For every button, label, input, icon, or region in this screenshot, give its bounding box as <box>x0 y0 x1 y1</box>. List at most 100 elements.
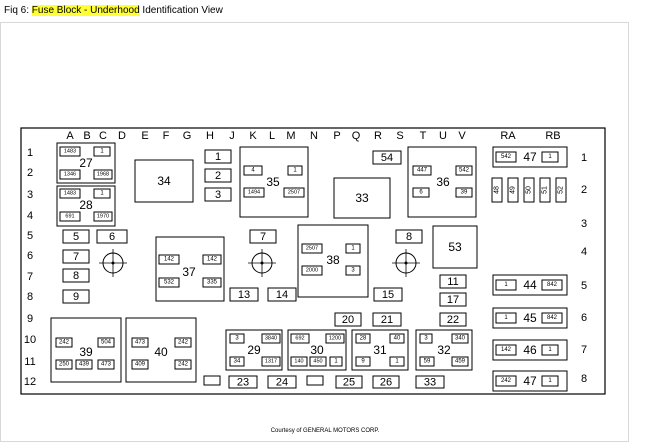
terminal <box>93 169 113 180</box>
terminal <box>59 146 81 157</box>
terminal-label: 532 <box>164 280 175 286</box>
terminal-label: 1494 <box>248 190 260 196</box>
terminal <box>202 254 222 265</box>
terminal <box>541 312 563 324</box>
terminal <box>158 254 180 265</box>
terminal-label: 447 <box>417 168 428 174</box>
terminal-label: 40 <box>394 336 401 342</box>
fuse-label: 6 <box>109 231 115 243</box>
column-label: Q <box>352 130 361 142</box>
terminal <box>75 359 93 370</box>
terminal <box>55 337 73 348</box>
terminal-label: 450 <box>313 359 322 365</box>
terminal <box>283 187 305 198</box>
right-row-label: 5 <box>581 280 587 292</box>
title-prefix: Fiq 6: <box>4 5 32 16</box>
terminal-label: 50 <box>526 186 533 194</box>
terminal <box>455 165 473 176</box>
terminal-label: 335 <box>207 280 218 286</box>
terminal-label: 542 <box>501 154 512 160</box>
terminal-label: 1 <box>100 149 104 155</box>
relay-label: 29 <box>247 343 261 357</box>
terminal <box>243 165 263 176</box>
terminal <box>345 265 361 276</box>
column-label: B <box>83 130 90 142</box>
terminal <box>451 333 469 344</box>
relay-label: 47 <box>523 374 537 388</box>
left-row-label: 6 <box>27 250 33 262</box>
title-suffix: Identification View <box>139 5 223 16</box>
terminal <box>555 177 567 203</box>
left-row-label: 7 <box>27 271 33 283</box>
terminal <box>229 333 245 344</box>
relay-label: 35 <box>266 175 280 189</box>
fuse-label: 3 <box>215 189 221 201</box>
terminal <box>97 359 115 370</box>
right-row-label: 3 <box>581 218 587 230</box>
terminal-label: 1 <box>504 282 508 288</box>
column-label: RA <box>500 130 516 142</box>
column-label: J <box>229 130 235 142</box>
terminal <box>202 277 222 288</box>
terminal-label: 39 <box>461 190 468 196</box>
terminal-label: 459 <box>455 359 466 365</box>
terminal <box>131 337 149 348</box>
terminal <box>419 356 435 367</box>
terminal <box>419 333 433 344</box>
fuse <box>62 289 90 304</box>
fuse <box>62 268 90 283</box>
terminal-label: 6 <box>419 190 423 196</box>
terminal-label: 692 <box>295 336 304 342</box>
column-label: N <box>310 130 318 142</box>
column-label: T <box>420 130 427 142</box>
terminal <box>290 356 308 367</box>
credit-text: Courtesy of GENERAL MOTORS CORP. <box>270 428 380 434</box>
left-row-label: 8 <box>27 291 33 303</box>
fuse <box>204 168 232 183</box>
fuse-label: 2 <box>215 170 221 182</box>
terminal <box>59 188 81 199</box>
left-row-label: 10 <box>24 334 36 346</box>
column-label: L <box>269 130 275 142</box>
right-row-label: 2 <box>581 184 587 196</box>
column-label: A <box>66 130 74 142</box>
fuse <box>204 149 232 164</box>
terminal-label: 142 <box>501 347 512 353</box>
terminal-label: 504 <box>101 340 112 346</box>
relay <box>134 159 194 203</box>
terminal <box>329 356 343 367</box>
relay-label: 39 <box>79 345 93 359</box>
terminal <box>345 243 361 254</box>
left-row-label: 2 <box>27 167 33 179</box>
fuse <box>395 229 423 244</box>
fuse-label: 7 <box>73 251 79 263</box>
terminal-label: 34 <box>234 359 241 365</box>
right-row-label: 6 <box>581 312 587 324</box>
fuse <box>267 375 297 389</box>
terminal <box>495 344 517 356</box>
fuse-label: 11 <box>447 276 458 288</box>
column-label: C <box>99 130 107 142</box>
title-bar: Fiq 6: Fuse Block - Underhood Identifica… <box>0 0 650 22</box>
terminal-label: 542 <box>459 168 470 174</box>
terminal <box>261 333 281 344</box>
right-row-label: 4 <box>581 246 587 258</box>
column-label: K <box>249 130 257 142</box>
terminal <box>412 187 430 198</box>
column-label: D <box>118 130 126 142</box>
left-row-label: 11 <box>24 356 35 368</box>
terminal <box>389 356 405 367</box>
column-label: G <box>183 130 192 142</box>
stud-center <box>404 261 408 265</box>
terminal-label: 340 <box>455 336 466 342</box>
column-label: U <box>439 130 447 142</box>
terminal <box>59 169 81 180</box>
relay-label: 53 <box>448 240 462 254</box>
fuse-label: 14 <box>276 289 288 301</box>
terminal <box>523 177 535 203</box>
terminal <box>59 211 81 222</box>
terminal-label: 842 <box>547 315 558 321</box>
fuse-label: 54 <box>381 152 393 164</box>
relay-label: 34 <box>157 174 171 188</box>
terminal <box>451 356 469 367</box>
